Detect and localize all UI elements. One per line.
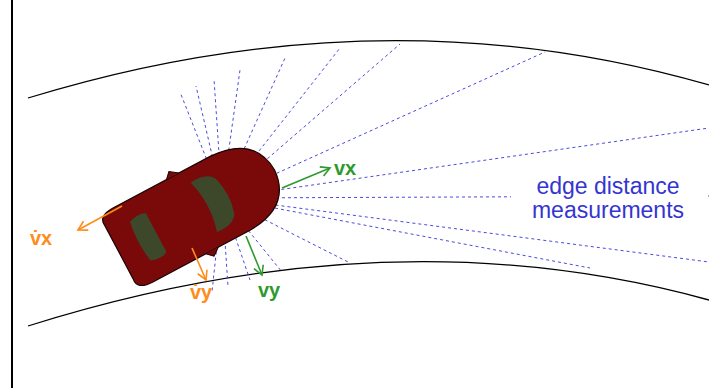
mirrors xyxy=(164,168,221,259)
car-body xyxy=(99,133,294,290)
vy-dot-arrow xyxy=(192,248,206,280)
annotation-label: edge distance measurements xyxy=(511,172,705,224)
acceleration-label: v̇x xyxy=(30,228,52,249)
velocity-label: vx xyxy=(334,158,356,179)
vx-dot-arrow xyxy=(78,206,122,230)
road-edge-upper xyxy=(28,41,709,98)
rear-window xyxy=(127,211,167,263)
vx-arrow xyxy=(282,168,330,188)
acceleration-label: v̇y xyxy=(190,282,212,303)
wall-line xyxy=(11,0,13,388)
car xyxy=(96,127,297,294)
velocity-label: vy xyxy=(258,280,280,301)
windshield xyxy=(191,170,241,233)
vy-arrow xyxy=(246,236,262,275)
